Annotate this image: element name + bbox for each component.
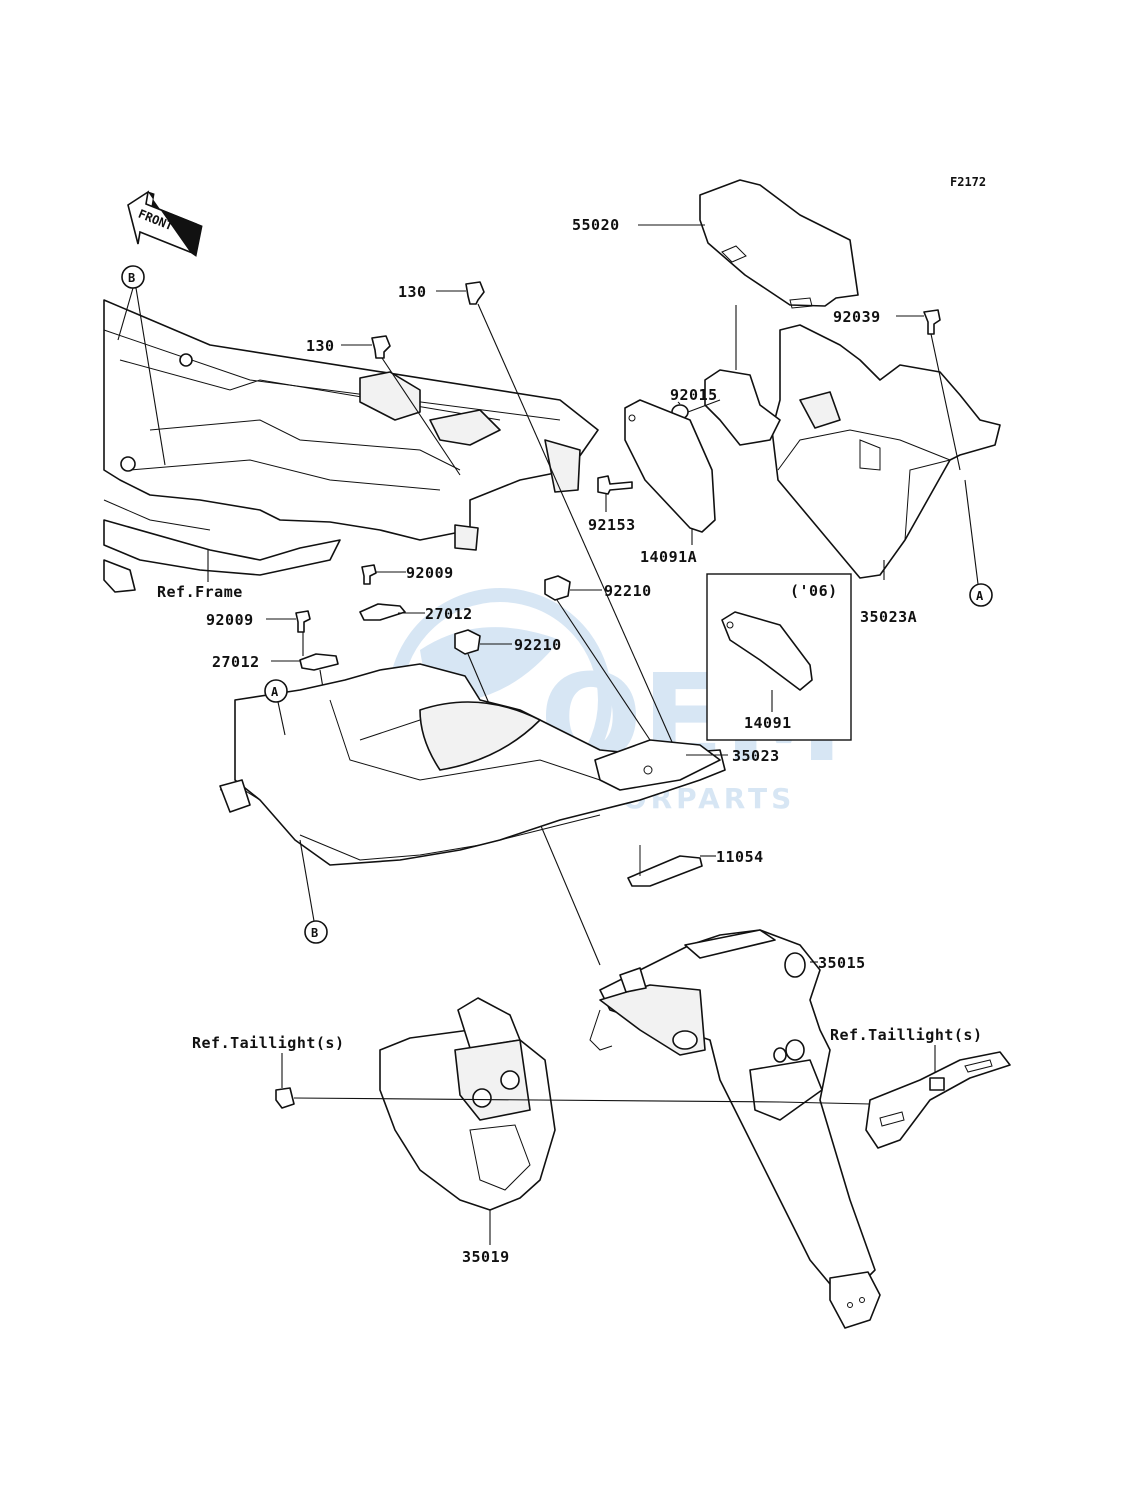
part-11054-bracket: 11054 — [627, 845, 764, 887]
label-55020: 55020 — [572, 216, 620, 234]
label-130-a: 130 — [398, 283, 427, 301]
label-ref-taillight-right: Ref.Taillight(s) — [830, 1026, 983, 1044]
part-130-bolt-a: 130 — [398, 281, 681, 761]
label-130-b: 130 — [306, 337, 335, 355]
inset-box-06: ('06) 14091 — [706, 573, 852, 741]
label-92210-a: 92210 — [604, 582, 652, 600]
diagram-code: F2172 — [950, 175, 986, 189]
part-92009-screw-a: 92009 — [361, 564, 454, 585]
part-92153-bolt: 92153 — [588, 475, 636, 534]
label-27012-a: 27012 — [425, 605, 473, 623]
part-35019-cover: 35019 — [379, 997, 556, 1266]
part-14091A-cover: 14091A — [624, 399, 716, 566]
part-92210-nut-a: 92210 — [544, 575, 652, 741]
label-ref-taillight-left: Ref.Taillight(s) — [192, 1034, 345, 1052]
inset-year-note: ('06) — [790, 582, 838, 600]
svg-text:B: B — [128, 271, 135, 285]
label-92153: 92153 — [588, 516, 636, 534]
label-11054: 11054 — [716, 848, 764, 866]
part-27012-clip-b: 27012 — [212, 653, 339, 731]
label-92009-a: 92009 — [406, 564, 454, 582]
callout-a-left: A — [264, 679, 288, 736]
label-35023: 35023 — [732, 747, 780, 765]
svg-text:B: B — [311, 926, 318, 940]
part-27012-clip-a: 27012 — [359, 603, 473, 623]
callout-b-top: B — [117, 265, 166, 466]
label-92009-b: 92009 — [206, 611, 254, 629]
front-arrow-icon: FRONT — [127, 190, 203, 257]
ref-taillight-left: Ref.Taillight(s) — [192, 1034, 871, 1109]
part-rear-fender-inner — [219, 663, 726, 866]
part-35015-fender: 35015 — [589, 929, 881, 1329]
label-ref-frame: Ref.Frame — [157, 583, 243, 601]
label-35015: 35015 — [818, 954, 866, 972]
part-92039-screw: 92039 — [833, 308, 961, 471]
label-14091: 14091 — [744, 714, 792, 732]
callout-a-right: A — [964, 479, 993, 607]
frame-assembly — [103, 299, 599, 593]
label-14091A: 14091A — [640, 548, 697, 566]
label-92039: 92039 — [833, 308, 881, 326]
part-130-bolt-b: 130 — [306, 335, 461, 476]
svg-text:A: A — [976, 589, 984, 603]
part-92009-screw-b: 92009 — [206, 610, 311, 656]
label-92210-b: 92210 — [514, 636, 562, 654]
part-55020-cover: 55020 — [572, 179, 859, 370]
label-92015: 92015 — [670, 386, 718, 404]
part-92015-collar: 92015 — [670, 386, 721, 420]
label-35023A: 35023A — [860, 608, 917, 626]
label-27012-b: 27012 — [212, 653, 260, 671]
callout-b-bottom: B — [299, 839, 328, 944]
svg-text:A: A — [271, 685, 279, 699]
ref-taillight-right: Ref.Taillight(s) — [830, 1026, 1011, 1149]
label-35019: 35019 — [462, 1248, 510, 1266]
